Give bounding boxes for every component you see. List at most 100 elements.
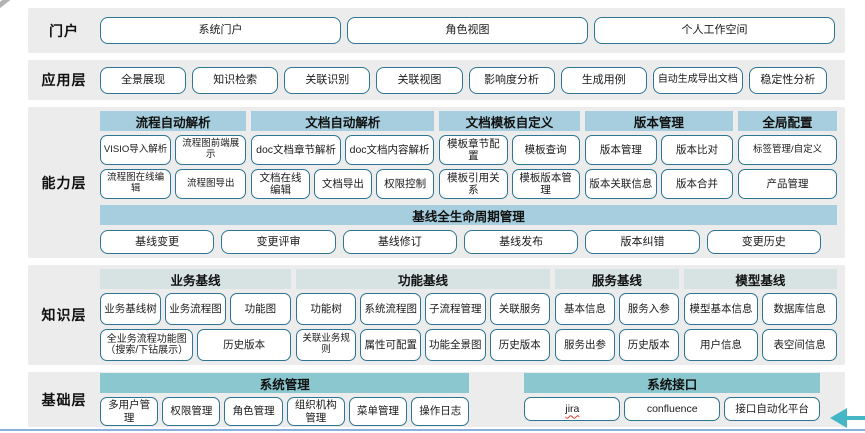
- capability-group-doc-template: 文档模板自定义 模板章节配置 模板查询 模板引用关系 模板版本管理: [439, 111, 580, 199]
- layer-row-knowledge: 知识层 业务基线 业务基线树 业务流程图 功能图 全业务流程功能图（搜索/下钻展…: [28, 265, 845, 365]
- diagram-box: 文档导出: [313, 169, 372, 199]
- layer-row-capability: 能力层 流程自动解析 VISIO导入解析 流程图前端展示 流程图在线编辑 流程图…: [28, 107, 845, 258]
- capability-group-doc-parse: 文档自动解析 doc文档章节解析 doc文档内容解析 文档在线编辑 文档导出 权…: [251, 111, 435, 199]
- knowledge-group-service-baseline: 服务基线 基本信息 服务入参 服务出参 历史版本: [555, 269, 679, 361]
- diagram-box: 数据库信息: [762, 293, 838, 325]
- diagram-box: 全业务流程功能图（搜索/下钻展示）: [100, 329, 194, 361]
- diagram-box: 模板版本管理: [511, 169, 580, 199]
- diagram-box: 版本比对: [660, 135, 734, 165]
- diagram-box: 版本关联信息: [584, 169, 657, 199]
- diagram-box: 个人工作空间: [594, 17, 835, 44]
- group-header: 文档自动解析: [251, 111, 435, 131]
- diagram-box: VISIO导入解析: [100, 135, 172, 165]
- diagram-box: 生成用例: [560, 66, 647, 94]
- diagram-box: 模板引用关系: [439, 169, 508, 199]
- diagram-box: 组织机构管理: [286, 397, 345, 426]
- diagram-box: 权限控制: [375, 169, 435, 199]
- diagram-box: 模板章节配置: [439, 135, 508, 165]
- diagram-box: 子流程管理: [424, 293, 486, 325]
- group-header: 业务基线: [100, 269, 291, 289]
- diagram-box: 变更评审: [221, 230, 336, 254]
- diagram-box: 关联识别: [284, 66, 371, 94]
- diagram-box: 业务流程图: [164, 293, 226, 325]
- diagram-box: 标签管理/自定义: [738, 135, 837, 165]
- diagram-box: 全景展现: [100, 66, 187, 94]
- diagram-box: 接口自动化平台: [724, 397, 821, 422]
- diagram-box: 多用户管理: [100, 397, 159, 426]
- diagram-box: 历史版本: [197, 329, 291, 361]
- diagram-box: 关联服务: [489, 293, 551, 325]
- diagram-box: 用户信息: [683, 329, 759, 361]
- diagram-box: 知识检索: [192, 66, 279, 94]
- layer-row-portal: 门户 系统门户 角色视图 个人工作空间: [28, 8, 845, 53]
- diagram-box: 基线修订: [342, 230, 457, 254]
- diagram-box: doc文档章节解析: [251, 135, 341, 165]
- diagram-box: 模板查询: [511, 135, 580, 165]
- group-header: 系统接口: [524, 373, 820, 394]
- layer-label-foundation: 基础层: [41, 391, 87, 408]
- group-header: 服务基线: [555, 269, 679, 289]
- diagram-box: 版本合并: [660, 169, 734, 199]
- diagram-box: 影响度分析: [468, 66, 555, 94]
- corner-fold-decoration: [0, 0, 21, 11]
- group-header: 文档模板自定义: [439, 111, 580, 131]
- diagram-box: 菜单管理: [348, 397, 408, 426]
- diagram-box: 历史版本: [489, 329, 551, 361]
- knowledge-group-business-baseline: 业务基线 业务基线树 业务流程图 功能图 全业务流程功能图（搜索/下钻展示） 历…: [100, 269, 291, 361]
- foundation-group-system-mgmt: 系统管理 多用户管理 权限管理 角色管理 组织机构管理 菜单管理 操作日志: [100, 373, 470, 426]
- diagram-box: confluence: [624, 397, 721, 422]
- diagram-box: 版本管理: [584, 135, 657, 165]
- capability-group-global-config: 全局配置 标签管理/自定义 产品管理: [738, 111, 837, 199]
- group-header: 系统管理: [100, 373, 470, 394]
- diagram-box: 模型基本信息: [683, 293, 759, 325]
- diagram-box: 流程图前端展示: [175, 135, 247, 165]
- diagram-box: 关联业务规则: [295, 329, 357, 361]
- diagram-box: 功能全景图: [424, 329, 486, 361]
- diagram-box: 业务基线树: [100, 293, 161, 325]
- layer-label-application: 应用层: [41, 72, 87, 88]
- layer-row-foundation: 基础层 系统管理 多用户管理 权限管理 角色管理 组织机构管理 菜单管理 操作日…: [28, 372, 845, 427]
- group-header: 版本管理: [584, 111, 734, 131]
- group-header: 流程自动解析: [100, 111, 247, 131]
- diagram-box: 流程图导出: [175, 169, 247, 199]
- diagram-box: 权限管理: [162, 397, 221, 426]
- bottom-border-line: [0, 428, 865, 431]
- left-arrow-icon: [827, 408, 865, 428]
- group-header: 全局配置: [738, 111, 837, 131]
- diagram-box: 历史版本: [618, 329, 679, 361]
- layer-row-application: 应用层 全景展现 知识检索 关联识别 关联视图 影响度分析 生成用例 自动生成导…: [28, 60, 845, 100]
- layer-label-portal: 门户: [49, 22, 79, 39]
- diagram-box: 关联视图: [376, 66, 463, 94]
- diagram-box: 文档在线编辑: [251, 169, 310, 199]
- diagram-box: 基线发布: [463, 230, 579, 254]
- capability-group-process-parse: 流程自动解析 VISIO导入解析 流程图前端展示 流程图在线编辑 流程图导出: [100, 111, 247, 199]
- diagram-box: 系统门户: [100, 17, 341, 44]
- group-header: 模型基线: [683, 269, 837, 289]
- diagram-box: 服务入参: [618, 293, 679, 325]
- diagram-box: 系统流程图: [360, 293, 421, 325]
- diagram-box: 变更历史: [706, 230, 821, 254]
- diagram-box: 表空间信息: [762, 329, 838, 361]
- knowledge-group-model-baseline: 模型基线 模型基本信息 数据库信息 用户信息 表空间信息: [683, 269, 838, 361]
- diagram-box: 版本纠错: [585, 230, 700, 254]
- layer-label-knowledge: 知识层: [41, 307, 87, 323]
- diagram-box: 自动生成导出文档: [652, 66, 743, 94]
- diagram-box: 角色视图: [347, 17, 588, 44]
- group-header: 功能基线: [295, 269, 551, 289]
- diagram-box-jira: jira: [524, 397, 621, 422]
- diagram-box: 产品管理: [738, 169, 837, 199]
- diagram-box: 角色管理: [224, 397, 283, 426]
- diagram-box: 基线变更: [100, 230, 215, 254]
- layer-label-capability: 能力层: [41, 174, 87, 191]
- jira-label: jira: [565, 403, 580, 416]
- diagram-box: 流程图在线编辑: [100, 169, 172, 199]
- diagram-box: 基本信息: [555, 293, 615, 325]
- diagram-box: doc文档内容解析: [344, 135, 435, 165]
- knowledge-group-function-baseline: 功能基线 功能树 系统流程图 子流程管理 关联服务 关联业务规则 属性可配置 功…: [295, 269, 551, 361]
- diagram-box: 操作日志: [411, 397, 470, 426]
- baseline-lifecycle-header: 基线全生命周期管理: [100, 205, 837, 225]
- diagram-box: 功能树: [295, 293, 357, 325]
- diagram-box: 属性可配置: [360, 329, 421, 361]
- diagram-box: 服务出参: [555, 329, 615, 361]
- diagram-box: 功能图: [229, 293, 291, 325]
